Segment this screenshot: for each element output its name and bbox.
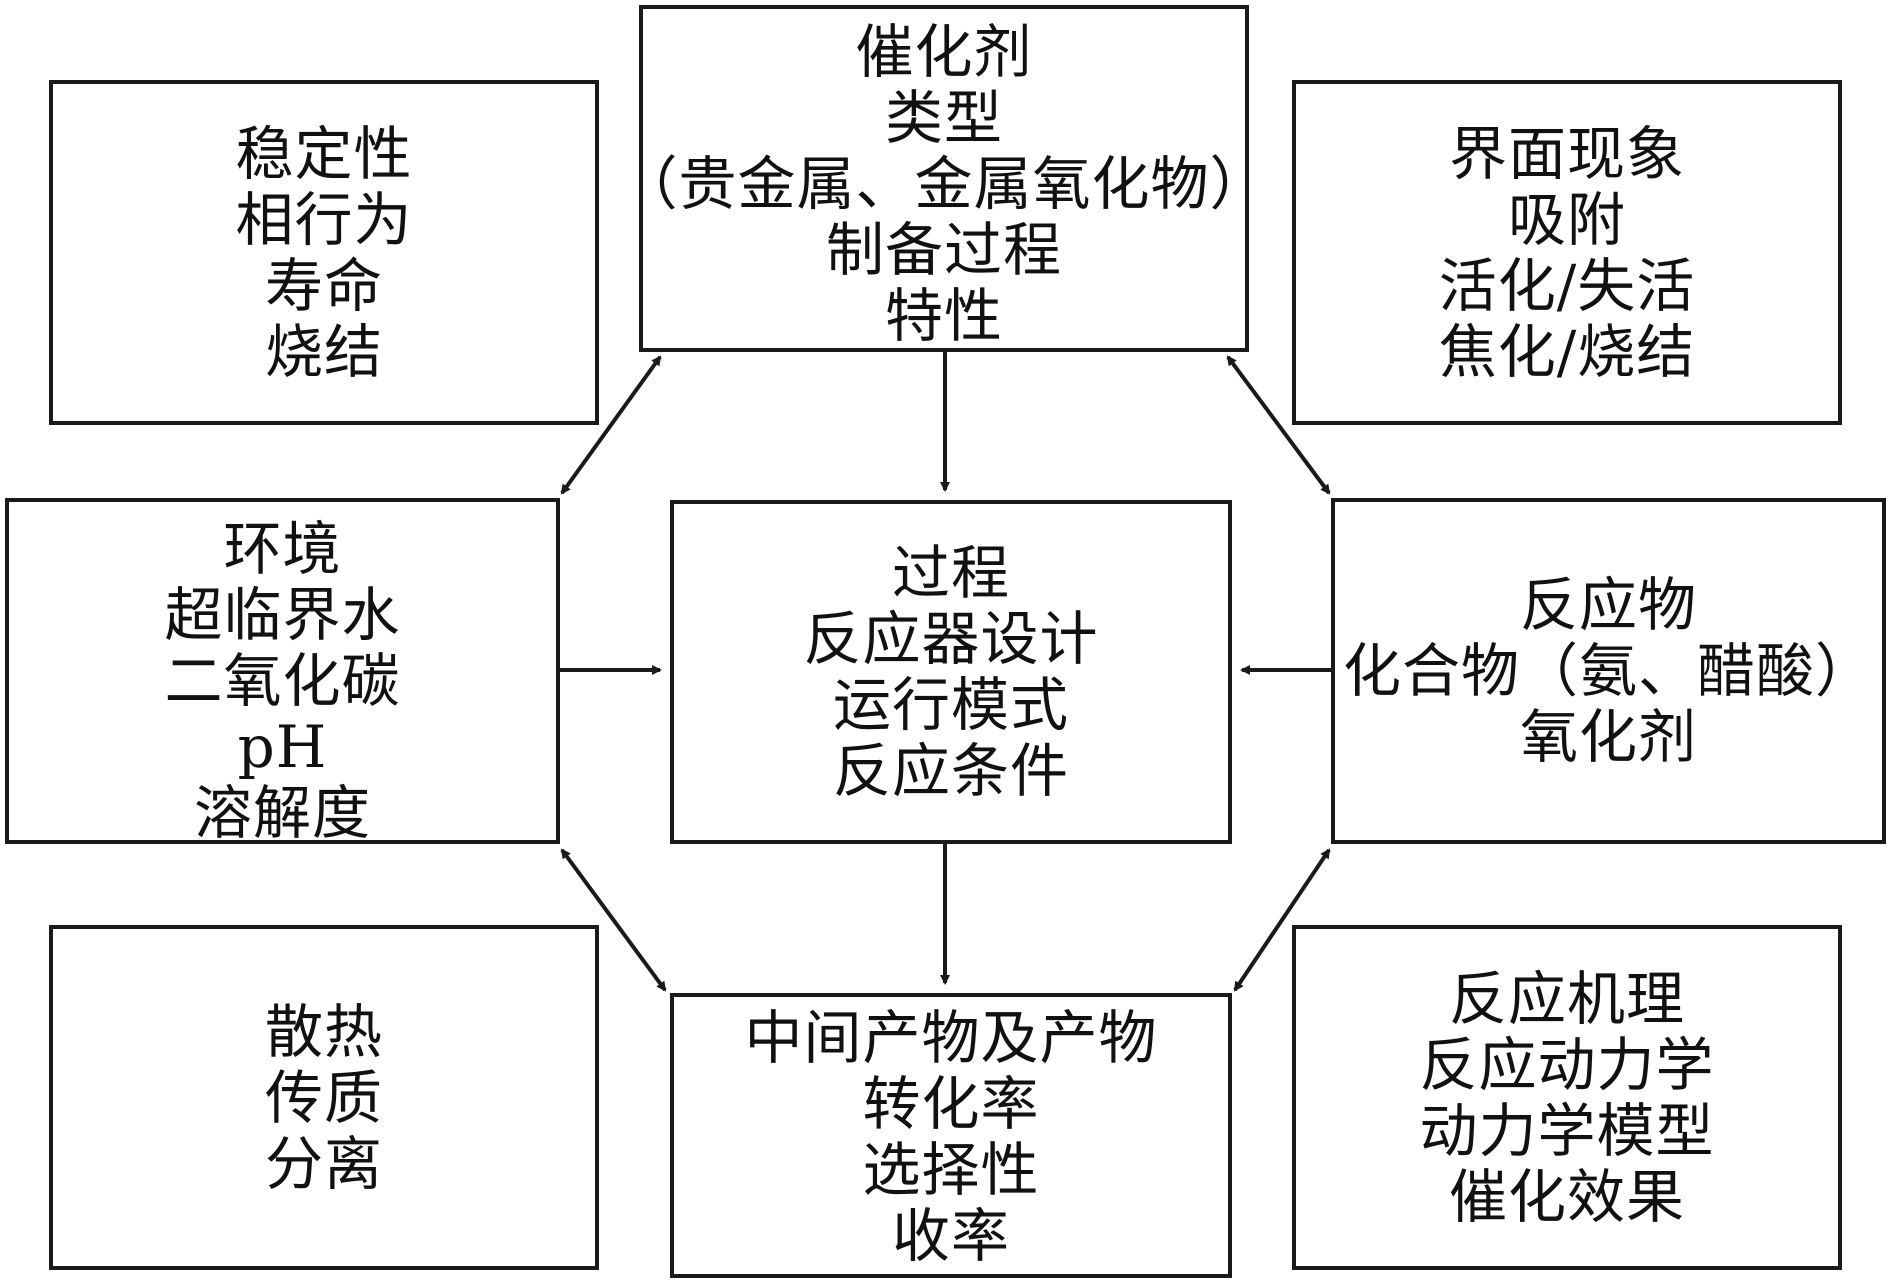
box-line: 反应动力学: [1419, 1030, 1715, 1099]
box-line: 制备过程: [825, 216, 1062, 284]
box-line: 化合物（氨、醋酸）: [1342, 637, 1874, 705]
box-line: 传质: [264, 1063, 383, 1132]
box-line: 催化效果: [1448, 1162, 1685, 1231]
kinetics-box: 反应机理 反应动力学 动力学模型 催化效果: [1292, 925, 1842, 1270]
box-line: 动力学模型: [1419, 1096, 1715, 1165]
box-line: 类型: [884, 84, 1003, 152]
box-line: 运行模式: [832, 671, 1069, 739]
box-line: pH: [237, 713, 328, 781]
environment-box: 环境 超临界水 二氧化碳 pH 溶解度: [5, 498, 560, 847]
box-title: 反应物: [1519, 571, 1697, 639]
reactants-box: 反应物 化合物（氨、醋酸） 氧化剂: [1331, 498, 1886, 844]
box-title: 催化剂: [855, 18, 1033, 86]
box-line: 反应机理: [1448, 964, 1685, 1033]
box-line: 稳定性: [235, 119, 413, 188]
box-line: 氧化剂: [1519, 703, 1697, 771]
box-line: 收率: [891, 1202, 1010, 1270]
stability-box: 稳定性 相行为 寿命 烧结: [49, 80, 599, 425]
box-line: 焦化/烧结: [1438, 317, 1696, 386]
box-line: 特性: [884, 282, 1003, 350]
products-box: 中间产物及产物 转化率 选择性 收率: [670, 993, 1232, 1278]
box-line: 转化率: [862, 1070, 1040, 1138]
box-line: 超临界水: [164, 581, 401, 649]
interface-phenomena-box: 界面现象 吸附 活化/失活 焦化/烧结: [1292, 80, 1842, 425]
box-line: 反应条件: [832, 737, 1069, 805]
box-title: 过程: [891, 539, 1010, 607]
catalyst-box: 催化剂 类型 （贵金属、金属氧化物） 制备过程 特性: [620, 5, 1268, 352]
box-line: 相行为: [235, 185, 413, 254]
box-title: 中间产物及产物: [744, 1004, 1158, 1072]
box-line: 二氧化碳: [164, 647, 401, 715]
box-line: 选择性: [862, 1136, 1040, 1204]
box-line: 溶解度: [193, 779, 371, 847]
box-line: 吸附: [1507, 185, 1626, 254]
box-line: 散热: [264, 997, 383, 1066]
box-line: 分离: [264, 1129, 383, 1198]
box-line: 反应器设计: [803, 605, 1099, 673]
box-line: 界面现象: [1448, 119, 1685, 188]
box-line: 烧结: [264, 317, 383, 386]
heat-mass-transfer-box: 散热 传质 分离: [49, 925, 599, 1270]
box-line: 活化/失活: [1438, 251, 1696, 320]
box-title: 环境: [223, 515, 342, 583]
process-box: 过程 反应器设计 运行模式 反应条件: [670, 500, 1232, 844]
box-line: 寿命: [264, 251, 383, 320]
box-line: （贵金属、金属氧化物）: [619, 150, 1269, 218]
